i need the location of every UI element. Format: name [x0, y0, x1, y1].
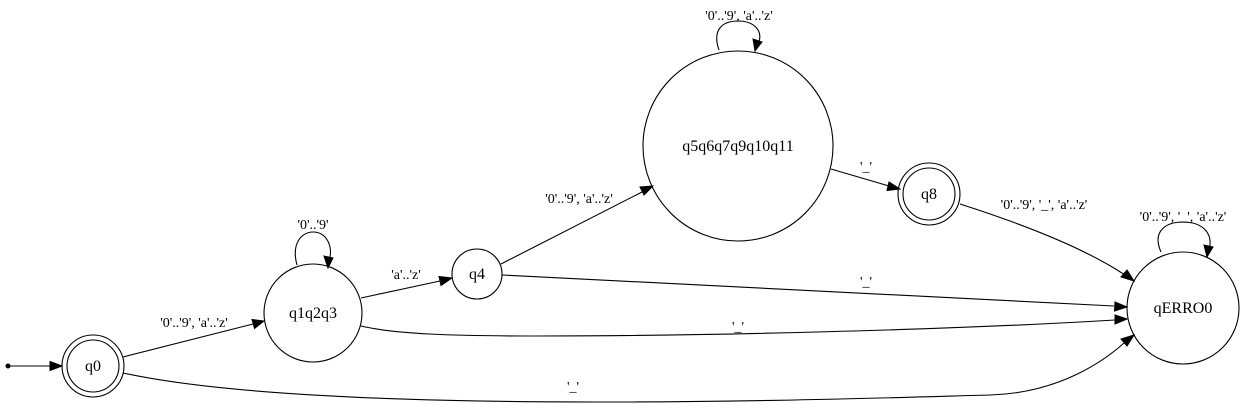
edge-q1q2q3-q4-line: [360, 280, 441, 299]
edge-q4-qERRO0-label: '_': [860, 275, 872, 290]
edge-q1q2q3-qERRO0: '_': [360, 314, 1129, 337]
edge-q1q2q3-qERRO0-line: [360, 319, 1116, 337]
edge-q4-q5-line: [500, 191, 643, 265]
state-q0: q0: [61, 334, 125, 398]
state-q5q6q7q9q10q11-circle: [642, 50, 834, 242]
edge-q4-q5-arrowhead: [639, 185, 655, 196]
edge-q5-self-line: [716, 20, 761, 51]
state-q8-label: q8: [921, 186, 937, 203]
start-arrowhead: [49, 360, 64, 372]
edge-q0-qERRO0-line: [122, 342, 1125, 403]
edge-qERRO0-self-arrowhead: [1203, 244, 1214, 259]
edge-q5-self-arrowhead: [752, 38, 763, 53]
state-qERRO0-circle: [1126, 251, 1240, 365]
edge-q1q2q3-q4: 'a'..'z': [360, 268, 454, 299]
edge-q4-q5: '0'..'9', 'a'..'z': [500, 185, 655, 265]
state-q4-label: q4: [469, 266, 485, 283]
edge-q4-qERRO0-line: [501, 274, 1115, 307]
edge-q8-qERRO0: '0'..'9', '_', 'a'..'z': [959, 198, 1136, 282]
state-q1q2q3-circle: [263, 263, 363, 363]
state-q8-outer-circle: [897, 162, 961, 226]
edge-q1q2q3-qERRO0-label: '_': [732, 320, 744, 335]
edge-q5-q8-line: [830, 168, 890, 187]
edge-q5-self-label: '0'..'9', 'a'..'z': [705, 9, 773, 24]
state-q8: q8: [897, 162, 961, 226]
edge-q0-q1q2q3-arrowhead: [251, 318, 266, 330]
edge-q1q2q3-qERRO0-arrowhead: [1114, 314, 1129, 325]
edge-q4-qERRO0: '_': [501, 274, 1129, 312]
edge-q0-qERRO0-label: '_': [567, 380, 579, 395]
state-q8-inner-circle: [902, 167, 956, 221]
edge-q4-q5-label: '0'..'9', 'a'..'z': [545, 192, 613, 207]
edge-q0-q1q2q3-label: '0'..'9', 'a'..'z': [160, 316, 228, 331]
state-q4: q4: [451, 248, 503, 300]
state-q0-inner-circle: [66, 339, 120, 393]
edge-q5-q8: '_': [830, 160, 902, 192]
state-q4-circle: [451, 248, 503, 300]
edge-q0-q1q2q3: '0'..'9', 'a'..'z': [122, 316, 266, 358]
edge-q5-q8-arrowhead: [886, 181, 902, 192]
edge-qERRO0-self: '0'..'9', '_', 'a'..'z': [1140, 210, 1227, 259]
edge-q1q2q3-self-arrowhead: [323, 255, 334, 270]
edge-q8-qERRO0-label: '0'..'9', '_', 'a'..'z': [1001, 198, 1088, 213]
start-arrow: [5, 360, 64, 372]
state-qERRO0-label: qERRO0: [1154, 300, 1213, 317]
edge-q0-qERRO0: '_': [122, 334, 1136, 403]
edge-q1q2q3-q4-arrowhead: [438, 275, 454, 287]
start-dot: [5, 363, 11, 369]
edge-q5-q8-label: '_': [860, 160, 872, 175]
state-q1q2q3-label: q1q2q3: [289, 305, 337, 322]
state-q0-label: q0: [85, 358, 101, 375]
edge-q5-self: '0'..'9', 'a'..'z': [705, 9, 773, 53]
edge-q0-qERRO0-arrowhead: [1120, 334, 1136, 347]
edge-q8-qERRO0-arrowhead: [1120, 269, 1136, 282]
state-q5q6q7q9q10q11: q5q6q7q9q10q11: [642, 50, 834, 242]
edge-qERRO0-self-line: [1157, 221, 1211, 253]
state-q1q2q3: q1q2q3: [263, 263, 363, 363]
edge-q1q2q3-self: '0'..'9': [294, 218, 334, 270]
edge-qERRO0-self-label: '0'..'9', '_', 'a'..'z': [1140, 210, 1227, 225]
edge-q4-qERRO0-arrowhead: [1113, 301, 1129, 312]
state-q0-outer-circle: [61, 334, 125, 398]
edge-q1q2q3-q4-label: 'a'..'z': [391, 268, 421, 283]
edge-q1q2q3-self-line: [294, 231, 331, 266]
edge-q1q2q3-self-label: '0'..'9': [297, 218, 328, 233]
state-q5q6q7q9q10q11-label: q5q6q7q9q10q11: [682, 138, 793, 155]
edge-q8-qERRO0-line: [959, 203, 1126, 276]
state-qERRO0: qERRO0: [1126, 251, 1240, 365]
edge-q0-q1q2q3-line: [122, 323, 254, 358]
